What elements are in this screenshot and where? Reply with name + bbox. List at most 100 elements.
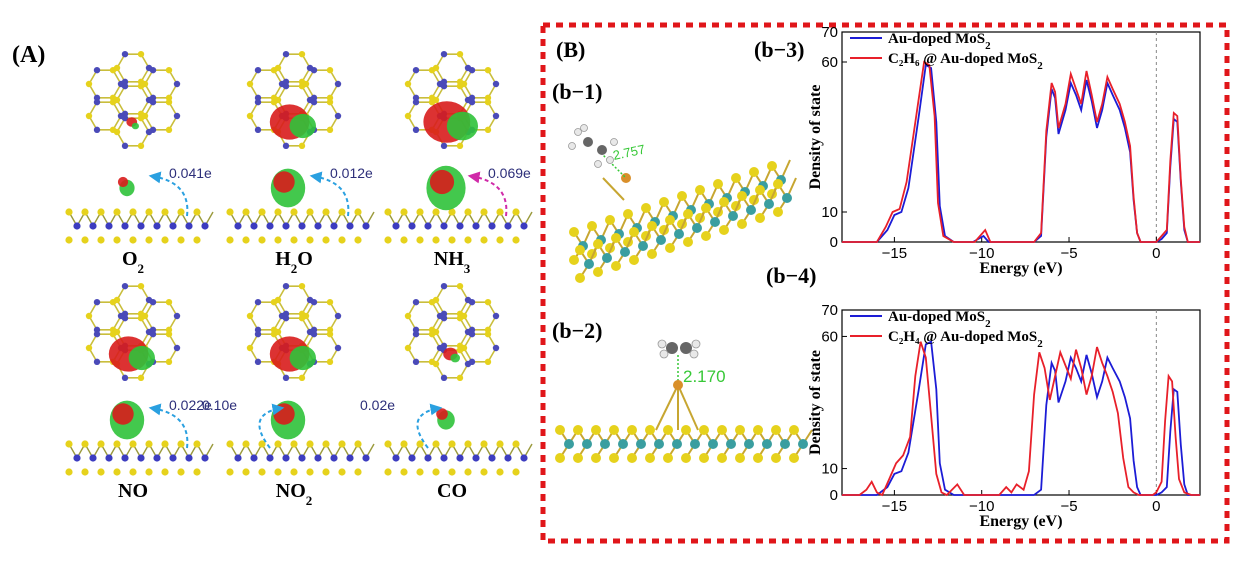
- molybdenum-atom: [173, 80, 181, 88]
- molybdenum-atom: [169, 454, 177, 462]
- molybdenum-atom: [73, 454, 81, 462]
- sulfur-atom: [587, 221, 597, 231]
- molybdenum-atom: [121, 374, 129, 382]
- sulfur-atom: [400, 208, 408, 216]
- molybdenum-atom: [266, 454, 274, 462]
- hydrogen-atom: [574, 128, 582, 136]
- molybdenum-atom: [392, 454, 400, 462]
- sulfur-atom: [326, 358, 334, 366]
- side-charge-red: [273, 171, 295, 193]
- sulfur-atom: [109, 98, 117, 106]
- charge-transfer-arrow: [467, 171, 508, 217]
- molybdenum-atom: [674, 229, 684, 239]
- sulfur-atom: [113, 208, 121, 216]
- sulfur-atom: [416, 440, 424, 448]
- molybdenum-atom: [412, 330, 420, 338]
- molybdenum-atom: [464, 296, 472, 304]
- lattice-hex: [435, 53, 469, 83]
- sulfur-atom: [773, 179, 783, 189]
- molybdenum-atom: [201, 222, 209, 230]
- molybdenum-atom: [310, 330, 318, 338]
- sulfur-atom: [665, 215, 675, 225]
- sulfur-atom: [242, 208, 250, 216]
- sulfur-atom: [789, 425, 799, 435]
- molybdenum-atom: [282, 310, 290, 318]
- sulfur-atom: [555, 453, 565, 463]
- molybdenum-atom: [520, 454, 528, 462]
- sulfur-atom: [416, 468, 424, 476]
- gold-atom: [673, 380, 683, 390]
- sulfur-atom: [735, 453, 745, 463]
- molybdenum-atom: [582, 439, 592, 449]
- b3-label: (b−3): [754, 37, 804, 62]
- molybdenum-atom: [620, 247, 630, 257]
- sulfur-atom: [145, 208, 153, 216]
- sulfur-atom: [137, 50, 145, 58]
- molybdenum-atom: [334, 112, 342, 120]
- charge-transfer-value: 0.012e: [330, 165, 373, 181]
- side-view-layer: [65, 400, 214, 476]
- molybdenum-atom: [121, 78, 129, 86]
- hydrogen-atom: [691, 339, 701, 349]
- molybdenum-atom: [456, 454, 464, 462]
- molybdenum-atom: [310, 98, 318, 106]
- hydrogen-atom: [568, 142, 576, 150]
- sulfur-atom: [113, 128, 121, 136]
- charge-transfer-arrow: [309, 171, 350, 217]
- sulfur-atom: [464, 236, 472, 244]
- side-charge-red: [429, 169, 455, 195]
- sulfur-atom: [177, 468, 185, 476]
- sulfur-atom: [448, 468, 456, 476]
- sulfur-atom: [298, 310, 306, 318]
- molybdenum-atom: [472, 222, 480, 230]
- y-axis-label: Density of state: [807, 85, 824, 190]
- sulfur-atom: [480, 468, 488, 476]
- molybdenum-atom: [105, 222, 113, 230]
- sulfur-atom: [593, 239, 603, 249]
- sulfur-atom: [717, 453, 727, 463]
- molybdenum-atom: [412, 126, 420, 134]
- sulfur-atom: [85, 80, 93, 88]
- sulfur-atom: [298, 50, 306, 58]
- panel-b: (B) (b−1) 2.757 (b−2) 2.170 (b−3) (b−4) …: [540, 22, 1230, 544]
- molybdenum-atom: [762, 439, 772, 449]
- sulfur-atom: [484, 126, 492, 134]
- molybdenum-atom: [121, 222, 129, 230]
- molybdenum-atom: [282, 78, 290, 86]
- molybdenum-atom: [798, 439, 808, 449]
- molecule-label: H2O: [275, 248, 313, 276]
- sulfur-atom: [573, 453, 583, 463]
- molybdenum-atom: [93, 298, 101, 306]
- molybdenum-atom: [424, 454, 432, 462]
- molybdenum-atom: [282, 222, 290, 230]
- molybdenum-atom: [334, 344, 342, 352]
- molybdenum-atom: [266, 222, 274, 230]
- charge-accumulation-blob: [446, 111, 478, 141]
- hydrogen-atom: [606, 156, 614, 164]
- sulfur-atom: [97, 468, 105, 476]
- molybdenum-atom: [93, 98, 101, 106]
- sulfur-atom: [400, 440, 408, 448]
- carbon-atom: [666, 342, 678, 354]
- sulfur-atom: [113, 236, 121, 244]
- top-view-lattice: [404, 50, 500, 150]
- molybdenum-atom: [412, 298, 420, 306]
- panel-b-dashed-frame: [540, 22, 1230, 544]
- molybdenum-atom: [254, 126, 262, 134]
- y-tick-label: 60: [821, 328, 838, 345]
- molybdenum-atom: [468, 330, 476, 338]
- molybdenum-atom: [121, 454, 129, 462]
- sulfur-atom: [137, 282, 145, 290]
- molybdenum-atom: [584, 259, 594, 269]
- sulfur-atom: [338, 236, 346, 244]
- lattice-hex: [144, 69, 178, 99]
- sulfur-atom: [512, 236, 520, 244]
- molybdenum-atom: [656, 235, 666, 245]
- sulfur-atom: [629, 227, 639, 237]
- molybdenum-atom: [137, 222, 145, 230]
- molybdenum-atom: [636, 439, 646, 449]
